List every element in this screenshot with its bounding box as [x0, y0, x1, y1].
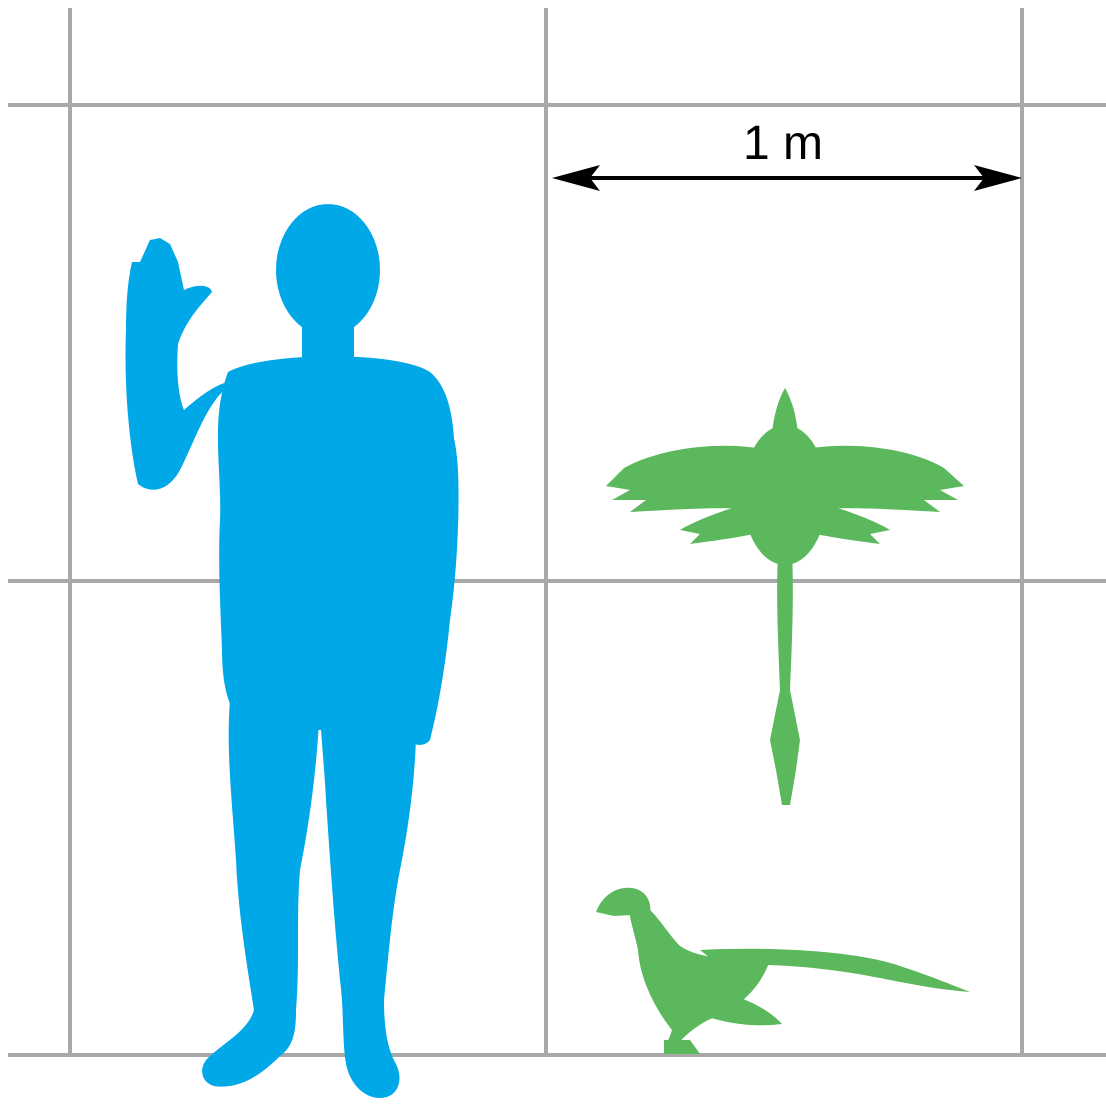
human-silhouette [126, 204, 459, 1098]
animal-top-wing-left [606, 446, 772, 512]
grid [8, 8, 1106, 1057]
animal-top-tail [770, 550, 800, 805]
scale-bar: 1 m [552, 117, 1022, 191]
microraptor-side-view [596, 888, 970, 1054]
human-leg-right [320, 700, 416, 1098]
scale-bar-label: 1 m [743, 117, 823, 170]
human-leg-left [202, 700, 320, 1087]
animal-top-wing-right [798, 446, 964, 512]
animal-side-feet [664, 1040, 700, 1054]
microraptor-top-view [606, 388, 964, 805]
animal-side-body [629, 900, 770, 1052]
human-head [276, 204, 380, 336]
